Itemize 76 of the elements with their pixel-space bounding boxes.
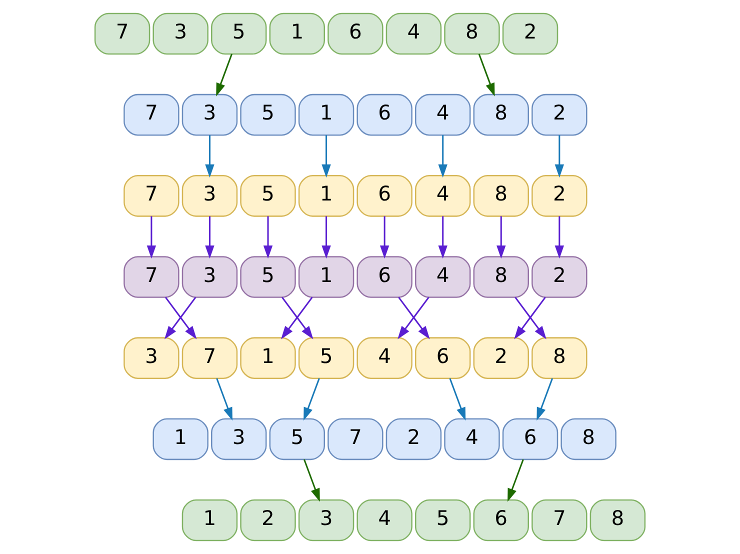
node-box: 7 bbox=[182, 337, 238, 379]
node-box: 5 bbox=[269, 418, 326, 460]
node-box: 6 bbox=[414, 337, 471, 379]
node-box: 2 bbox=[532, 94, 588, 136]
node-box: 7 bbox=[328, 418, 384, 460]
arrow bbox=[205, 216, 214, 259]
node-box: 8 bbox=[532, 337, 588, 379]
node-box: 6 bbox=[473, 499, 529, 542]
node-box: 1 bbox=[152, 418, 208, 460]
node-box: 8 bbox=[560, 418, 616, 460]
arrow bbox=[438, 216, 448, 259]
arrow bbox=[216, 54, 233, 96]
node-box: 5 bbox=[211, 12, 267, 55]
node-box: 2 bbox=[532, 256, 588, 298]
node-box: 2 bbox=[386, 418, 442, 460]
node-box: 2 bbox=[473, 337, 529, 379]
node-box: 6 bbox=[328, 12, 384, 55]
arrow bbox=[322, 135, 331, 178]
node-box: 7 bbox=[532, 499, 588, 542]
node-box: 3 bbox=[152, 12, 208, 55]
node-box: 5 bbox=[298, 337, 354, 379]
node-box: 1 bbox=[298, 94, 354, 136]
node-box: 1 bbox=[298, 175, 354, 217]
arrow bbox=[554, 216, 564, 259]
node-box: 5 bbox=[240, 175, 296, 217]
node-box: 4 bbox=[386, 12, 442, 55]
node-box: 5 bbox=[414, 499, 471, 542]
node-box: 3 bbox=[182, 94, 238, 136]
node-box: 6 bbox=[356, 175, 412, 217]
arrow bbox=[304, 378, 320, 421]
node-box: 3 bbox=[298, 499, 354, 542]
node-box: 8 bbox=[473, 175, 529, 217]
arrow bbox=[508, 459, 524, 502]
node-box: 3 bbox=[211, 418, 267, 460]
node-box: 2 bbox=[240, 499, 296, 542]
node-box: 4 bbox=[414, 94, 471, 136]
node-box: 8 bbox=[590, 499, 646, 542]
node-box: 2 bbox=[532, 175, 588, 217]
node-box: 8 bbox=[473, 256, 529, 298]
arrow bbox=[496, 216, 506, 259]
node-box: 5 bbox=[240, 256, 296, 298]
node-box: 2 bbox=[502, 12, 558, 55]
arrow bbox=[438, 135, 448, 178]
node-box: 7 bbox=[124, 94, 180, 136]
node-box: 1 bbox=[182, 499, 238, 542]
node-box: 1 bbox=[240, 337, 296, 379]
arrow bbox=[216, 378, 232, 421]
node-box: 7 bbox=[124, 256, 180, 298]
arrow bbox=[536, 378, 554, 421]
arrow bbox=[380, 216, 390, 259]
node-box: 4 bbox=[414, 175, 471, 217]
node-box: 4 bbox=[356, 499, 412, 542]
arrow bbox=[304, 459, 320, 502]
arrow bbox=[478, 54, 495, 96]
node-box: 6 bbox=[502, 418, 558, 460]
node-box: 7 bbox=[124, 175, 180, 217]
node-box: 3 bbox=[182, 175, 238, 217]
node-box: 3 bbox=[124, 337, 180, 379]
arrow bbox=[322, 216, 331, 259]
node-box: 1 bbox=[269, 12, 326, 55]
node-box: 3 bbox=[182, 256, 238, 298]
node-box: 8 bbox=[444, 12, 500, 55]
arrow bbox=[263, 216, 273, 259]
arrow bbox=[205, 135, 214, 178]
node-box: 6 bbox=[356, 256, 412, 298]
node-box: 8 bbox=[473, 94, 529, 136]
arrow bbox=[449, 378, 466, 421]
arrow bbox=[146, 216, 156, 259]
node-box: 7 bbox=[94, 12, 150, 55]
node-box: 5 bbox=[240, 94, 296, 136]
node-box: 4 bbox=[414, 256, 471, 298]
node-box: 4 bbox=[356, 337, 412, 379]
node-box: 6 bbox=[356, 94, 412, 136]
node-box: 4 bbox=[444, 418, 500, 460]
node-box: 1 bbox=[298, 256, 354, 298]
arrow bbox=[554, 135, 564, 178]
